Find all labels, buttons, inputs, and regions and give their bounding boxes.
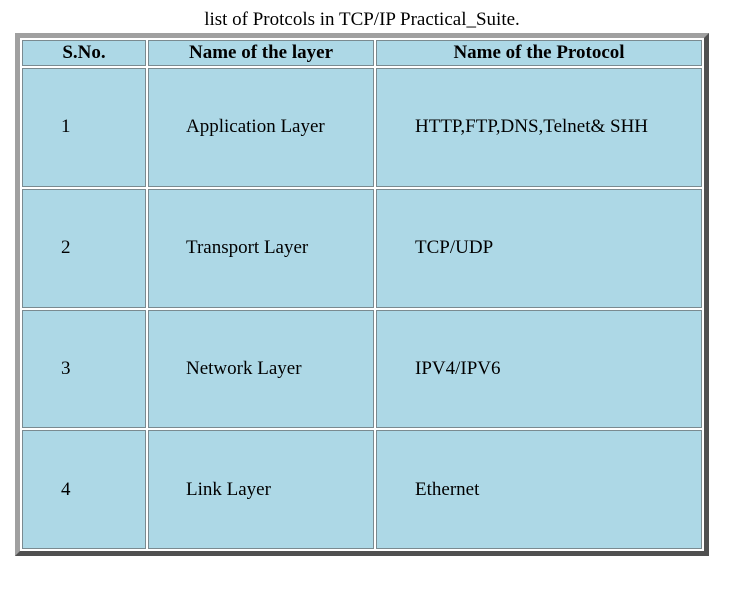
column-header-sno: S.No. (22, 40, 146, 66)
protocols-table: S.No. Name of the layer Name of the Prot… (20, 38, 704, 551)
cell-sno: 4 (22, 430, 146, 549)
cell-protocol-name: Ethernet (376, 430, 702, 549)
cell-layer-name: Network Layer (148, 309, 374, 429)
cell-sno: 3 (22, 309, 146, 429)
cell-sno: 1 (22, 68, 146, 187)
cell-sno: 2 (22, 188, 146, 308)
cell-protocol-name: HTTP,FTP,DNS,Telnet& SHH (376, 68, 702, 187)
column-header-layer-name: Name of the layer (148, 40, 374, 66)
table-header-row: S.No. Name of the layer Name of the Prot… (22, 40, 702, 66)
table-row: 4 Link Layer Ethernet (22, 430, 702, 549)
table-row: 1 Application Layer HTTP,FTP,DNS,Telnet&… (22, 68, 702, 187)
cell-protocol-name: IPV4/IPV6 (376, 309, 702, 429)
cell-layer-name: Transport Layer (148, 188, 374, 308)
cell-layer-name: Link Layer (148, 430, 374, 549)
cell-layer-name: Application Layer (148, 68, 374, 187)
table-caption: list of Protcols in TCP/IP Practical_Sui… (204, 9, 520, 30)
table-row: 3 Network Layer IPV4/IPV6 (22, 309, 702, 429)
table-row: 2 Transport Layer TCP/UDP (22, 188, 702, 308)
cell-protocol-name: TCP/UDP (376, 188, 702, 308)
column-header-protocol-name: Name of the Protocol (376, 40, 702, 66)
protocols-table-frame: S.No. Name of the layer Name of the Prot… (15, 33, 709, 556)
